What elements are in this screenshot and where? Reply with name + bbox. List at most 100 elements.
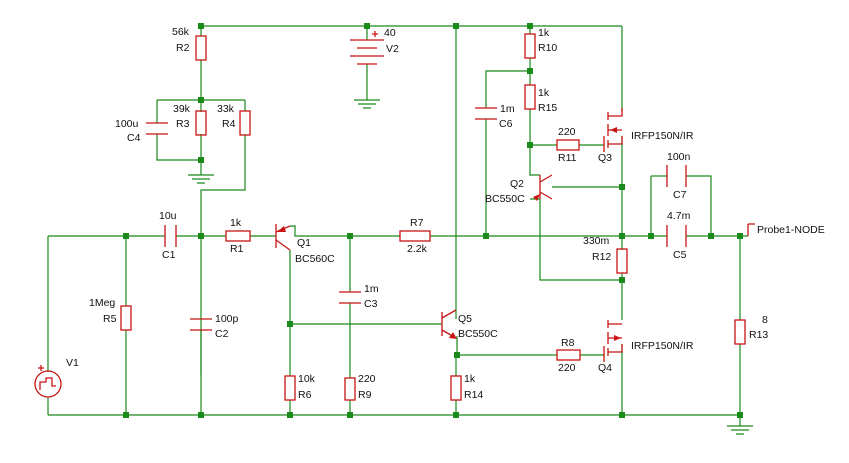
capacitor-c5[interactable]	[666, 225, 687, 247]
ground-icon-r13	[727, 425, 753, 435]
label-v2-value: 40	[384, 27, 396, 39]
capacitor-c3[interactable]	[339, 291, 361, 304]
component-labels: 56k R2 40 V2 39k R3 33k R4 100u C4 1k R1…	[66, 26, 825, 401]
label-q2-ref: Q2	[510, 178, 524, 190]
resistor-r1[interactable]	[225, 230, 251, 242]
transistor-q2[interactable]	[533, 174, 553, 201]
label-r11-value: 220	[558, 126, 576, 138]
junction-dot	[737, 412, 743, 418]
junction-dot	[619, 412, 625, 418]
label-r3-value: 39k	[173, 103, 191, 115]
junction-dot	[287, 412, 293, 418]
label-q2-value: BC550C	[485, 193, 525, 205]
label-r9-ref: R9	[358, 389, 372, 401]
mosfet-q3[interactable]	[603, 108, 623, 152]
resistor-r14[interactable]	[450, 375, 462, 401]
label-q5-value: BC550C	[458, 328, 498, 340]
mosfet-q4[interactable]	[603, 320, 623, 362]
capacitor-c2[interactable]	[190, 318, 212, 331]
resistor-r5[interactable]	[120, 305, 132, 331]
junction-dot	[737, 233, 743, 239]
transistor-q1[interactable]	[275, 224, 291, 251]
label-c3-value: 1m	[364, 283, 379, 295]
label-r15-value: 1k	[538, 87, 550, 99]
label-r2-value: 56k	[172, 26, 190, 38]
label-c1-ref: C1	[162, 249, 176, 261]
resistor-r3[interactable]	[195, 110, 207, 136]
label-r14-value: 1k	[464, 373, 476, 385]
junction-dot	[347, 233, 353, 239]
label-c4-value: 100u	[115, 118, 139, 130]
capacitor-c4[interactable]	[146, 122, 168, 135]
resistor-r8[interactable]	[556, 349, 581, 361]
label-r12-value: 330m	[583, 235, 610, 247]
label-q4-ref: Q4	[598, 362, 612, 374]
resistor-r11[interactable]	[556, 139, 580, 151]
resistor-r6[interactable]	[284, 375, 296, 401]
label-q5-ref: Q5	[458, 313, 472, 325]
resistor-r2[interactable]	[195, 35, 207, 61]
label-c4-ref: C4	[127, 132, 141, 144]
junction-dot	[648, 233, 654, 239]
resistor-r4[interactable]	[239, 110, 251, 136]
junction-dot	[619, 277, 625, 283]
junction-dot	[347, 412, 353, 418]
capacitor-c7[interactable]	[666, 165, 687, 187]
ground-icon-v2	[354, 99, 380, 109]
label-c2-ref: C2	[215, 328, 229, 340]
battery-v2[interactable]	[350, 31, 384, 65]
transistor-q5[interactable]	[441, 309, 457, 339]
label-r9-value: 220	[358, 373, 376, 385]
probe-marker-icon[interactable]	[747, 223, 755, 236]
label-c7-ref: C7	[673, 189, 687, 201]
resistor-r12[interactable]	[616, 248, 628, 274]
capacitor-c1[interactable]	[164, 225, 177, 247]
label-r11-ref: R11	[558, 152, 577, 164]
label-c2-value: 100p	[215, 313, 239, 325]
junction-dot	[619, 233, 625, 239]
label-r4-ref: R4	[222, 118, 236, 130]
resistor-r15[interactable]	[524, 84, 536, 110]
label-r15-ref: R15	[538, 102, 557, 114]
label-c7-value: 100n	[667, 151, 691, 163]
resistor-r10[interactable]	[524, 33, 536, 59]
label-r1-ref: R1	[230, 243, 244, 255]
label-r10-value: 1k	[538, 27, 550, 39]
junction-dot	[123, 233, 129, 239]
label-r8-value: 220	[558, 362, 576, 374]
label-r5-value: 1Meg	[89, 297, 115, 309]
junction-dot	[453, 23, 459, 29]
label-r12-ref: R12	[592, 251, 611, 263]
junction-dot	[198, 97, 204, 103]
label-r6-ref: R6	[298, 389, 312, 401]
label-c6-ref: C6	[499, 118, 513, 130]
label-r2-ref: R2	[176, 42, 190, 54]
label-r8-ref: R8	[561, 337, 575, 349]
junction-dot	[619, 184, 625, 190]
resistor-r13[interactable]	[734, 319, 746, 345]
label-r4-value: 33k	[217, 103, 235, 115]
label-r7-ref: R7	[410, 217, 424, 229]
label-c3-ref: C3	[364, 298, 378, 310]
label-v2-ref: V2	[386, 43, 399, 55]
junctions	[123, 23, 743, 418]
junction-dot	[527, 68, 533, 74]
junction-dot	[483, 233, 489, 239]
resistor-r9[interactable]	[344, 377, 356, 401]
junction-dot	[198, 233, 204, 239]
resistor-r7[interactable]	[399, 230, 431, 242]
junction-dot	[123, 412, 129, 418]
capacitor-c6[interactable]	[475, 107, 497, 120]
label-c6-value: 1m	[500, 103, 515, 115]
signal-source-v1[interactable]	[34, 365, 62, 398]
label-r1-value: 1k	[230, 217, 242, 229]
label-q3-value: IRFP150N/IR	[631, 130, 694, 142]
label-r13-value: 8	[762, 314, 768, 326]
label-q1-value: BC560C	[295, 253, 335, 265]
label-q3-ref: Q3	[598, 152, 612, 164]
junction-dot	[527, 23, 533, 29]
junction-dot	[708, 233, 714, 239]
ground-icon-r3	[188, 174, 214, 184]
label-v1-ref: V1	[66, 357, 79, 369]
